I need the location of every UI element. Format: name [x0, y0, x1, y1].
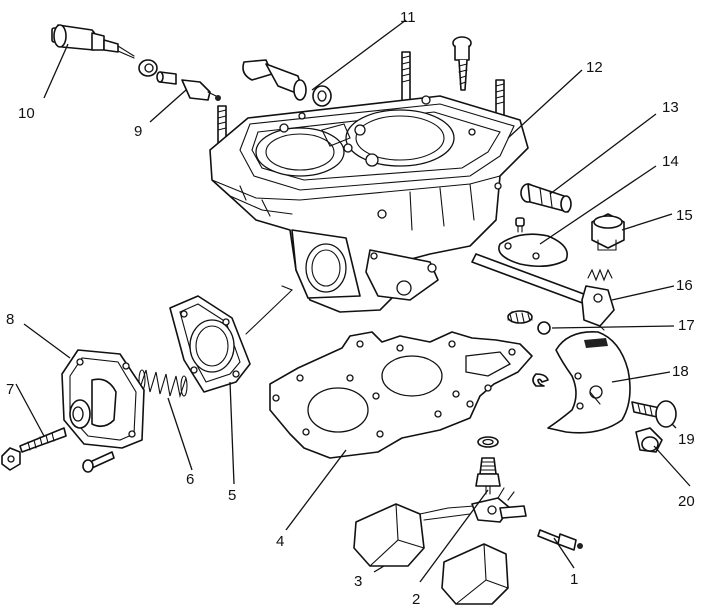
callout-2: 2	[412, 591, 420, 608]
callout-4: 4	[276, 533, 284, 550]
callout-9: 9	[134, 123, 142, 140]
callout-14: 14	[662, 153, 679, 170]
part-16-throttle-shaft	[471, 253, 615, 331]
callout-5: 5	[228, 487, 236, 504]
callout-11: 11	[400, 9, 416, 26]
callout-19: 19	[678, 431, 695, 448]
callout-15: 15	[676, 207, 693, 224]
part-18-throttle-sector	[547, 331, 631, 434]
part-4-gasket	[269, 331, 533, 459]
part-2-jet	[475, 436, 501, 495]
callout-13: 13	[662, 99, 679, 116]
part-3-float	[353, 487, 527, 605]
part-17-ball	[507, 310, 551, 335]
part-9-jet	[138, 59, 221, 101]
callout-17: 17	[678, 317, 695, 334]
part-15-plug	[591, 213, 625, 251]
callout-labels: 10 9 11 12 13 14 15 16 17 18 19 20 8 7 6…	[6, 9, 695, 608]
lever-spring	[587, 268, 613, 282]
callout-10: 10	[18, 105, 35, 122]
part-1-needle-valve	[537, 529, 583, 551]
part-7-adjusting-screw	[1, 427, 67, 471]
callout-8: 8	[6, 311, 14, 328]
part-19-screw	[631, 400, 677, 428]
part-6-spring	[138, 369, 188, 399]
carburetor-body	[209, 95, 529, 335]
callout-20: 20	[678, 493, 695, 510]
part-8-diaphragm-cover	[61, 349, 145, 449]
small-screw	[515, 217, 525, 233]
cover-screw-small	[82, 451, 115, 473]
part-20-nut	[635, 427, 663, 453]
part-5-flange-gasket	[169, 295, 251, 393]
leader-lines	[15, 19, 691, 583]
part-14-plate	[498, 233, 568, 268]
callout-7: 7	[6, 381, 14, 398]
callout-18: 18	[672, 363, 689, 380]
callout-16: 16	[676, 277, 693, 294]
part-13-screw	[520, 183, 572, 213]
part-11-fuel-inlet-fitting	[242, 59, 332, 107]
part-10-solenoid-valve	[51, 24, 135, 59]
e-clip	[532, 373, 549, 387]
callout-12: 12	[586, 59, 603, 76]
callout-1: 1	[570, 571, 578, 588]
cover-screw	[452, 36, 472, 91]
callout-3: 3	[354, 573, 362, 590]
callout-6: 6	[186, 471, 194, 488]
